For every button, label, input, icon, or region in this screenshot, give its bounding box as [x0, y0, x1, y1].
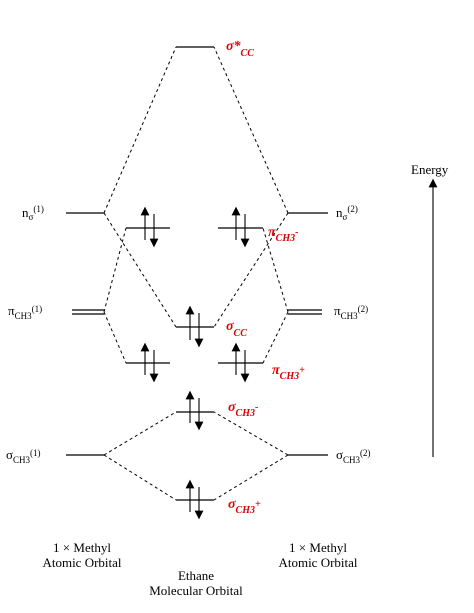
center-caption-line2: Molecular Orbital [149, 583, 243, 598]
sigma-star-cc-label: σ*CC [226, 39, 254, 59]
corr-line [103, 311, 127, 364]
left-caption-line1: 1 × Methyl [53, 540, 111, 555]
sigma-ch3-minus-label: σCH3- [228, 400, 258, 419]
electron-pair [185, 479, 204, 520]
center-caption-line1: Ethane [178, 568, 214, 583]
electron-pair [140, 342, 159, 383]
corr-line [103, 212, 177, 328]
electron-pair [140, 206, 159, 248]
corr-line [103, 411, 177, 456]
corr-line [213, 411, 289, 456]
corr-line [103, 227, 127, 313]
electron-pair [185, 390, 204, 431]
left-sigma-label: σCH3(1) [6, 447, 41, 465]
pi-ch3-plus-label: πCH3+ [272, 363, 305, 382]
right-caption-line1: 1 × Methyl [289, 540, 347, 555]
energy-label: Energy [411, 162, 449, 177]
right-pi-label: πCH3(2) [334, 303, 368, 321]
corr-line [262, 311, 289, 364]
corr-line [103, 46, 177, 214]
electron-pair [231, 206, 250, 248]
sigma-cc-label: σCC [226, 319, 247, 339]
right-caption-line2: Atomic Orbital [278, 555, 357, 570]
corr-line [213, 454, 289, 501]
corr-line [213, 212, 289, 328]
corr-line [213, 46, 289, 214]
right-n-label: nσ(2) [336, 204, 358, 222]
corr-line [262, 227, 289, 313]
electron-pair [231, 342, 250, 383]
right-sigma-label: σCH3(2) [336, 447, 371, 465]
corr-line [103, 454, 177, 501]
sigma-ch3-plus-label: σCH3+ [228, 497, 261, 516]
left-pi-label: πCH3(1) [8, 303, 42, 321]
electron-pair [185, 305, 204, 348]
left-n-label: nσ(1) [22, 204, 44, 222]
pi-ch3-minus-label: πCH3- [268, 225, 298, 244]
left-caption-line2: Atomic Orbital [42, 555, 121, 570]
